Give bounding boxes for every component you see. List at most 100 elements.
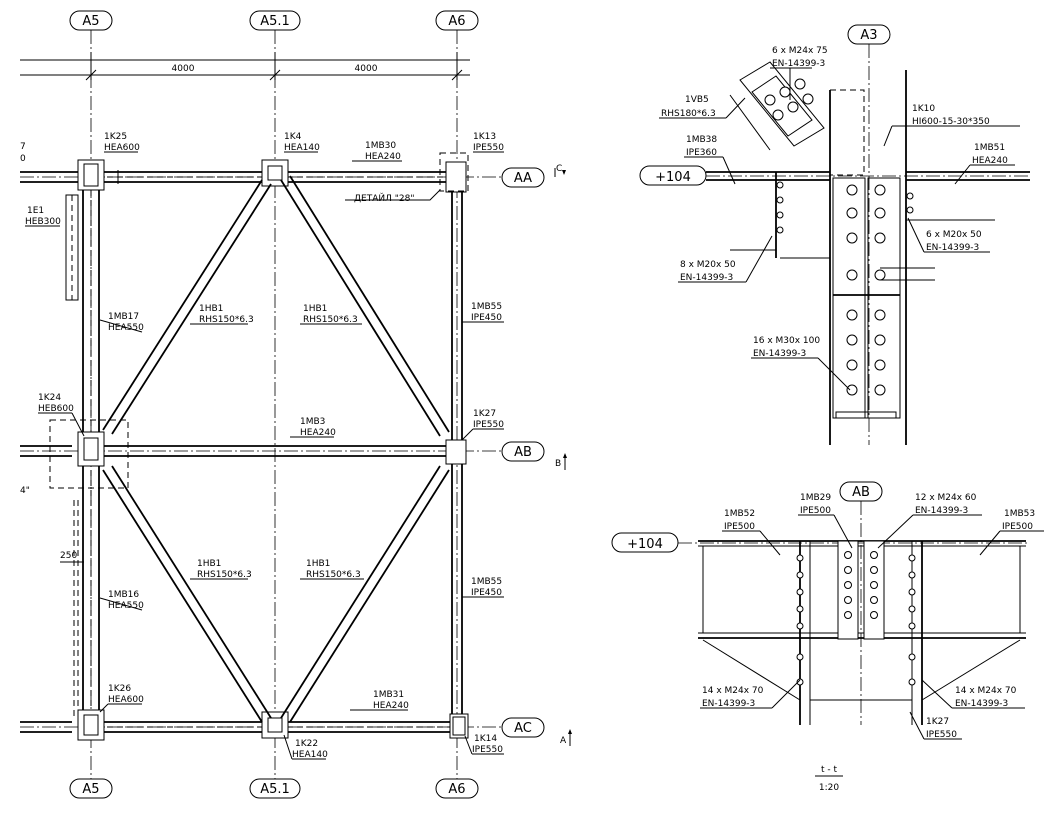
bolt-circle (874, 334, 886, 346)
grid-bubble-a6-top: A6 (435, 10, 479, 31)
svg-text:A5: A5 (82, 14, 99, 29)
bolt-circle (908, 554, 916, 562)
label-e1-profile: HEB300 (25, 217, 61, 227)
label-hb1b-name: 1HB1 (303, 304, 327, 314)
column-k14 (449, 713, 469, 739)
label-k27-name: 1K27 (473, 409, 496, 419)
label-bottom-bolt1-b: EN-14399-3 (915, 506, 968, 516)
label-k22-name: 1K22 (295, 739, 318, 749)
label-bottom-k27-name: 1K27 (926, 717, 949, 727)
label-top-bolt1-b: EN-14399-3 (772, 59, 825, 69)
bolt-circle (906, 206, 914, 214)
detail-top-column-k10 (829, 70, 907, 445)
label-mb31-name: 1MB31 (373, 690, 404, 700)
label-vb5-name: 1VB5 (685, 95, 709, 105)
bolt-circle (796, 588, 804, 596)
column-k25 (77, 159, 105, 191)
grid-bubble-ab: AB (501, 441, 545, 462)
section-mark-b (563, 453, 567, 470)
bolt-circle (844, 611, 852, 619)
detail-bottom-splice (837, 540, 885, 640)
label-k25-name: 1K25 (104, 132, 127, 142)
label-k24-name: 1K24 (38, 393, 61, 403)
label-hb1d-profile: RHS150*6.3 (306, 570, 361, 580)
grid-bubble-aa: AA (501, 167, 545, 188)
bolt-circle (787, 101, 799, 113)
bolt-circle (776, 226, 784, 234)
label-mb16-name: 1MB16 (108, 590, 139, 600)
label-mb52-name: 1MB52 (724, 509, 755, 519)
svg-text:A6: A6 (448, 782, 465, 797)
bolt-circle (906, 192, 914, 200)
grid-lines (20, 30, 502, 779)
bolt-circle (908, 622, 916, 630)
bolt-circle (796, 571, 804, 579)
brace-hb1-upper-right (280, 175, 450, 437)
label-detail-28: ДЕТАЙЛ "28" (354, 192, 414, 204)
label-k13-profile: IPE550 (473, 143, 504, 153)
label-top-bolt4-a: 16 x M30x 100 (753, 336, 820, 346)
label-top-bolt2-a: 6 x M20x 50 (926, 230, 982, 240)
svg-text:+104: +104 (655, 170, 691, 185)
label-e1-name: 1E1 (27, 206, 44, 216)
label-scale: 1:20 (819, 783, 839, 793)
bolt-circle (794, 78, 806, 90)
svg-text:AA: AA (514, 171, 532, 186)
label-k4-profile: HEA140 (284, 143, 320, 153)
label-k24-profile: HEB600 (38, 404, 74, 414)
bolt-circle (796, 678, 804, 686)
label-k22-profile: HEA140 (292, 750, 328, 760)
detail-top-beam-mb51 (880, 171, 1030, 281)
bolt-circle (844, 551, 852, 559)
bolt-circle (846, 184, 858, 196)
bolt-circle (908, 571, 916, 579)
label-hb1a-name: 1HB1 (199, 304, 223, 314)
column-k27 (445, 439, 467, 465)
label-section-a: A (560, 736, 567, 746)
bolt-circle (776, 196, 784, 204)
bolt-circle (874, 359, 886, 371)
label-mb3-name: 1MB3 (300, 417, 325, 427)
beam-mb3 (97, 445, 451, 457)
label-mb55a-name: 1MB55 (471, 302, 502, 312)
dimension-line (20, 52, 470, 81)
column-k24 (77, 431, 105, 467)
detail-k24-frame (49, 419, 129, 489)
brace-hb1-lower-right (280, 465, 450, 723)
bolt-circle (844, 596, 852, 604)
svg-text:AC: AC (514, 721, 532, 736)
bolt-circle (772, 109, 784, 121)
label-fragment-top: 7 (20, 142, 26, 152)
bolt-circle (908, 588, 916, 596)
brace-hb1-upper-left (102, 179, 272, 435)
bolt-circle (776, 211, 784, 219)
grid-bubble-a5-top: A5 (69, 10, 113, 31)
label-mb38-name: 1MB38 (686, 135, 717, 145)
detail-bottom-beams (698, 540, 1026, 725)
section-mark-a (568, 729, 572, 746)
bolt-circle (874, 309, 886, 321)
label-mb31-profile: HEA240 (373, 701, 409, 711)
detail-bottom-bolts (796, 551, 916, 686)
bolt-circle (779, 86, 791, 98)
label-k13-name: 1K13 (473, 132, 496, 142)
beam-left-stubs (20, 171, 78, 733)
svg-text:A5.1: A5.1 (260, 782, 290, 797)
label-section-tt: t - t (821, 765, 837, 775)
label-k14-name: 1K14 (474, 734, 497, 744)
column-k26 (77, 709, 105, 741)
bolt-circle (870, 566, 878, 574)
grid-bubble-a6-bottom: A6 (435, 778, 479, 799)
plan-labels: 1K25 HEA600 1K4 HEA140 1MB30 HEA240 1K13… (20, 132, 567, 760)
label-hb1d-name: 1HB1 (306, 559, 330, 569)
bolt-circle (802, 93, 814, 105)
label-mb55b-profile: IPE450 (471, 588, 502, 598)
label-bottom-bolt2-a: 14 x M24x 70 (702, 686, 764, 696)
detail-top-bolts (764, 78, 914, 396)
bolt-circle (796, 605, 804, 613)
label-mb29-profile: IPE500 (800, 506, 831, 516)
grid-bubble-a51-top: A5.1 (249, 10, 301, 31)
bolt-circle (796, 622, 804, 630)
label-mb29-name: 1MB29 (800, 493, 831, 503)
section-mark-c (554, 168, 566, 177)
